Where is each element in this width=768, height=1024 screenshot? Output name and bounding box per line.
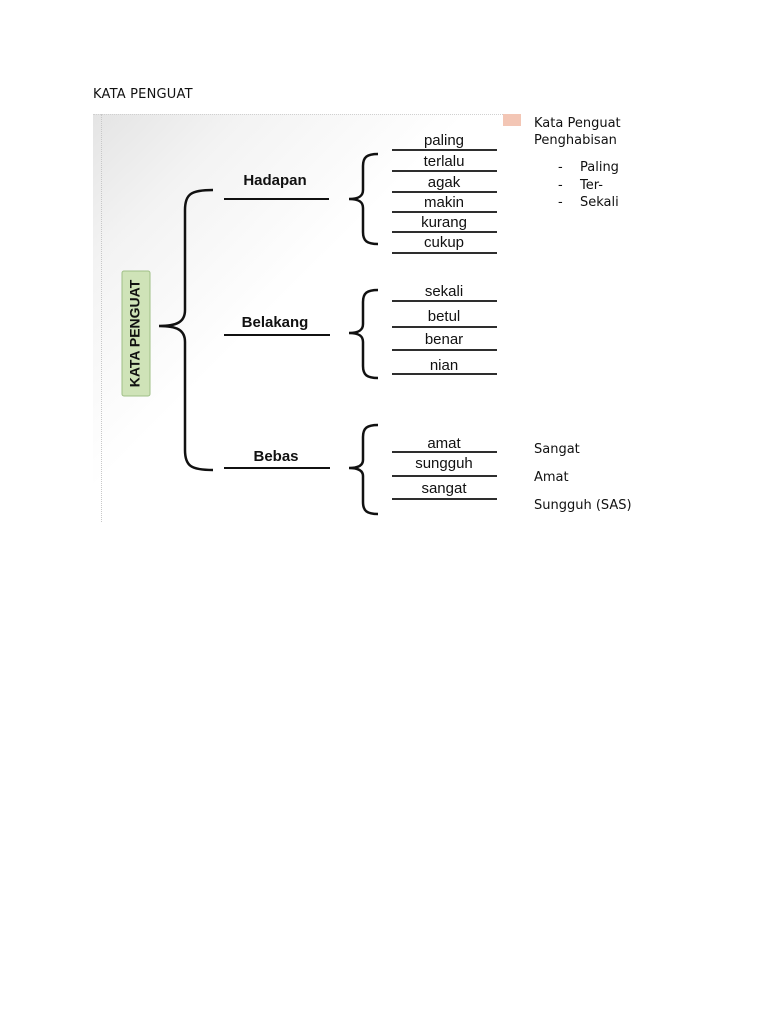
word-kurang: kurang [421,214,467,231]
branch-label-hadapan: Hadapan [243,172,306,189]
word-paling: paling [424,132,464,149]
word-benar: benar [425,331,463,348]
word-nian: nian [430,357,458,374]
bullet-item: - Paling [558,160,638,177]
corner-mark [503,114,521,126]
brace-hadapan [348,152,379,246]
word-cukup: cukup [424,234,464,251]
figure-left-border [101,114,102,522]
main-brace [158,188,214,472]
word-sangat: sangat [421,480,467,497]
brace-bebas [348,423,379,516]
bebas-item-sungguh: Sungguh (SAS) [534,498,632,513]
bullet-dash: - [558,178,563,193]
word-amat: amat [427,435,461,452]
diagram-svg: KATA PENGUAT Hadapan paling terlalu agak… [121,132,497,516]
notes-heading-line2: Penghabisan [534,133,617,148]
word-makin: makin [424,194,464,211]
bullet-text: Ter- [580,178,603,193]
root-label: KATA PENGUAT [127,279,143,387]
bullet-text: Paling [580,160,619,175]
bullet-text: Sekali [580,195,619,210]
bullet-item: - Sekali [558,195,638,212]
bullet-dash: - [558,195,563,210]
bebas-item-sangat: Sangat [534,442,580,457]
bullet-dash: - [558,160,563,175]
bullet-item: - Ter- [558,178,638,195]
branch-label-belakang: Belakang [242,314,309,331]
word-terlalu: terlalu [424,153,465,170]
word-agak: agak [428,174,461,191]
brace-belakang [348,288,379,380]
notes-heading-line1: Kata Penguat [534,116,621,131]
word-betul: betul [428,308,461,325]
root-label-box [121,270,151,397]
word-sungguh: sungguh [415,455,473,472]
bebas-item-amat: Amat [534,470,569,485]
branch-label-bebas: Bebas [253,448,298,465]
word-sekali: sekali [425,283,463,300]
figure-top-border [93,114,521,115]
kata-penguat-diagram: KATA PENGUAT Hadapan paling terlalu agak… [93,114,521,522]
document-title: KATA PENGUAT [93,87,193,102]
